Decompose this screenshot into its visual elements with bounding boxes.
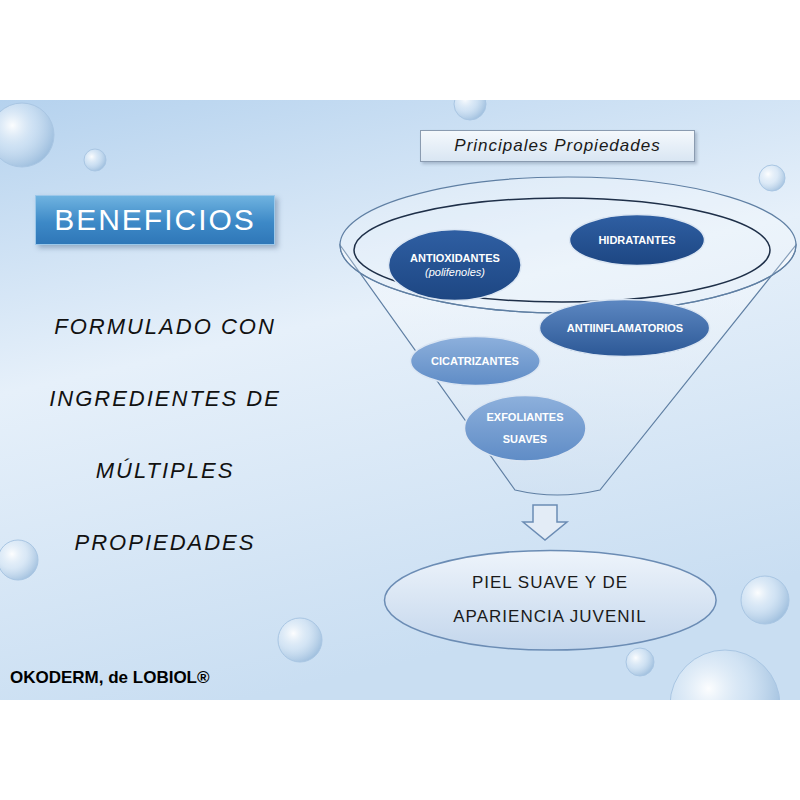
bubble: [741, 576, 789, 624]
background-panel: [0, 100, 800, 700]
ellipse-shape: [387, 228, 523, 302]
down-arrow: [523, 505, 567, 540]
funnel-inner-ring: [354, 198, 770, 302]
bubble: [626, 648, 654, 676]
property-ellipse: ANTIOXIDANTES (polifenoles): [387, 228, 523, 302]
bubble: [670, 650, 780, 700]
node-text: ANTIOXIDANTES: [410, 252, 500, 264]
bubble: [0, 103, 54, 167]
tagline-text: FORMULADO CON INGREDIENTES DE MÚLTIPLES …: [25, 291, 305, 579]
property-ellipse: CICATRIZANTES: [409, 335, 542, 387]
ellipse-outline: [389, 230, 522, 301]
ellipse-shape: [463, 394, 587, 462]
ellipse-outline: [540, 300, 710, 357]
node-text: (polifenoles): [425, 266, 485, 278]
bubble: [454, 100, 486, 120]
property-ellipse: ANTIINFLAMATORIOS: [538, 298, 711, 358]
heading-box: BENEFICIOS: [35, 195, 275, 245]
node-text: HIDRATANTES: [598, 234, 675, 246]
ellipse-outline: [464, 395, 585, 460]
ellipse-outline: [410, 337, 540, 386]
bubble: [84, 149, 106, 171]
property-ellipse: EXFOLIANTES SUAVES: [463, 394, 587, 462]
heading-text: BENEFICIOS: [54, 203, 256, 237]
bubble: [0, 540, 38, 580]
property-ellipse: HIDRATANTES: [568, 213, 706, 267]
bubble: [278, 618, 322, 662]
node-text: CICATRIZANTES: [431, 355, 519, 367]
heading-box: Principales Propiedades: [420, 130, 695, 162]
node-text: PIEL SUAVE Y DE APARIENCIA JUVENIL: [435, 566, 665, 634]
node-text: EXFOLIANTES SUAVES: [484, 406, 566, 450]
ellipse-shape: [383, 549, 718, 652]
brand-text: OKODERM, de LOBIOL®: [10, 668, 210, 688]
node-text: Principales Propiedades: [454, 136, 660, 156]
node-text: ANTIINFLAMATORIOS: [567, 322, 683, 334]
result-ellipse: PIEL SUAVE Y DE APARIENCIA JUVENIL: [383, 549, 718, 652]
funnel-rim: [340, 177, 796, 313]
bubble: [759, 165, 785, 191]
ellipse-outline: [384, 550, 716, 650]
ellipse-outline: [570, 215, 705, 266]
